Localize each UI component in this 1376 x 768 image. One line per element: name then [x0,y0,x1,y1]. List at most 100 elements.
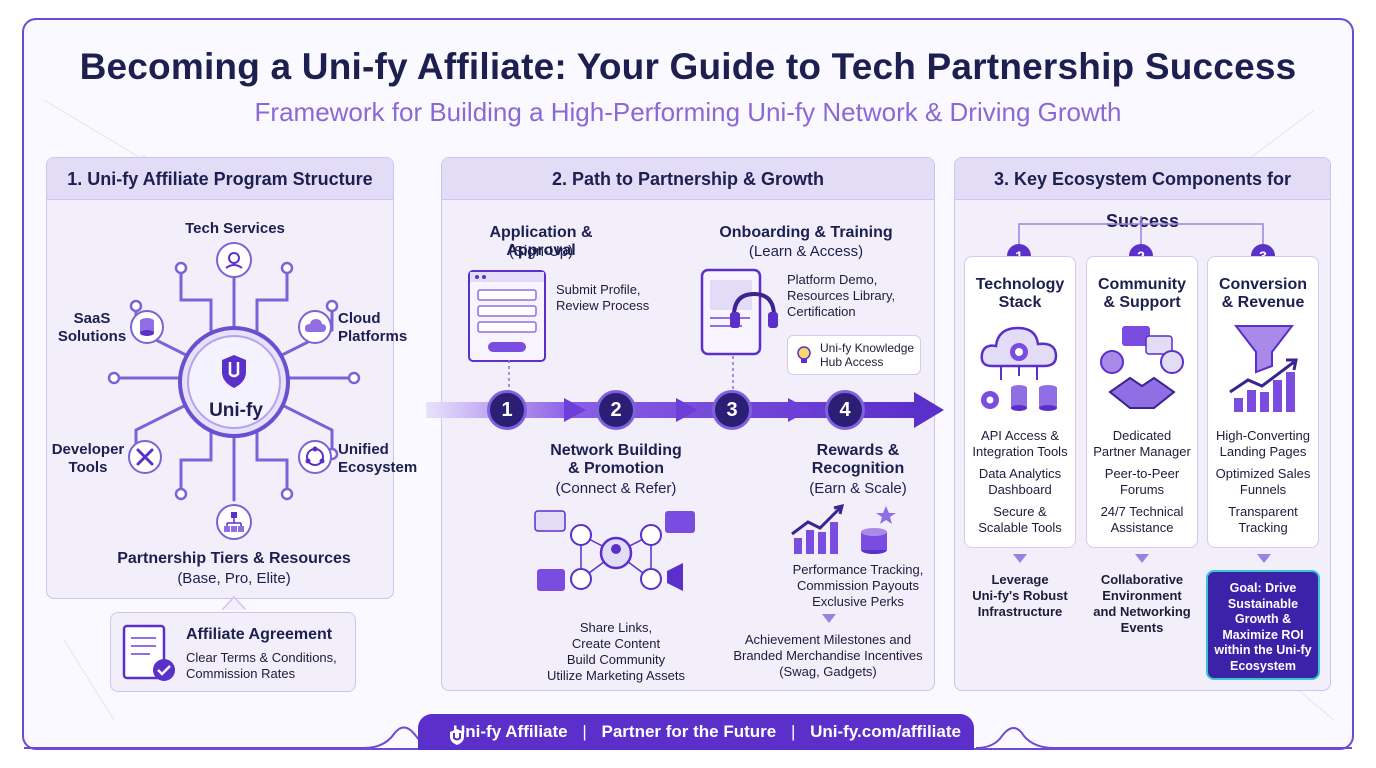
document-check-icon [120,624,178,684]
node-unified-line1: Unified [338,441,389,458]
page-subtitle: Framework for Building a High-Performing… [254,97,1122,127]
component1-item3-line1: Secure & [993,504,1047,519]
component2-item1-line1: Dedicated [1112,428,1172,443]
component1-title-line1: Technology [975,276,1065,293]
panel-heading: 1. Uni-fy Affiliate Program Structure [47,158,393,200]
callout-line1: Uni-fy Knowledge [820,341,915,355]
step4-desc6: (Swag, Gadgets) [779,664,877,679]
step3-desc2: Resources Library, [787,288,896,303]
step3-subtitle: (Learn & Access) [748,243,864,260]
node-unified-line2: Ecosystem [338,459,418,476]
component1-item2-line2: Dashboard [988,482,1052,497]
goal-line5: within the Uni-fy [1214,643,1312,657]
panel-heading: 2. Path to Partnership & Growth [442,158,934,200]
funnel-growth-icon [1222,320,1306,414]
component2-title-line1: Community [1098,276,1186,293]
step4-desc4: Achievement Milestones and [744,632,912,647]
step3-connector [732,356,734,394]
footer-brand: Uni-fy Affiliate [453,722,568,741]
signup-form-icon [468,270,546,362]
component3-item1-line2: Landing Pages [1219,444,1307,459]
handshake-chat-icon [1096,322,1188,414]
step4-title-line1: Rewards & [816,442,900,459]
components-connector [1018,216,1264,244]
footer-tagline: Partner for the Future [601,722,777,741]
progress-arrow [426,392,944,428]
component1-outcome-line3: Infrastructure [977,604,1063,619]
step3-title: Onboarding & Training [719,224,893,241]
tablet-headset-icon [700,268,784,356]
step4-down-arrow [822,614,836,623]
goal-line1: Goal: Drive [1229,581,1297,595]
component1-down-arrow [1013,554,1027,563]
step4-title: Rewards & Recognition [756,442,960,478]
component1-item1-line1: API Access & [980,428,1060,443]
step2-title-line2: & Promotion [568,460,664,477]
component3-item3-line2: Tracking [1238,520,1288,535]
component2-outcome-line3: and Networking [1093,604,1191,619]
step2-marker: 2 [596,390,636,430]
knowledge-hub-callout: Uni-fy Knowledge Hub Access [787,335,921,375]
cloud-gear-database-icon [976,322,1064,414]
step2-desc3: Build Community [566,652,666,667]
ecosystem-icon [298,440,332,474]
component1-title: Technology Stack [964,276,1076,312]
tiers-title: Partnership Tiers & Resources [117,550,351,567]
step4-desc1: Performance Tracking, [792,562,924,577]
agreement-line1: Clear Terms & Conditions, [186,650,337,665]
goal-line3: Growth & [1234,612,1292,626]
tiers-hierarchy-icon [216,504,252,540]
page-title: Becoming a Uni-fy Affiliate: Your Guide … [79,46,1297,87]
component2-outcome-line4: Events [1120,620,1164,635]
shield-logo-icon [448,723,466,745]
node-saas: SaaS Solutions [56,310,128,346]
component2-down-arrow [1135,554,1149,563]
component3-item3-line1: Transparent [1228,504,1298,519]
component2-item2-line2: Forums [1119,482,1165,497]
component2-title: Community & Support [1086,276,1198,312]
tiers-subtitle: (Base, Pro, Elite) [177,570,291,587]
goal-line4: Maximize ROI [1222,627,1304,642]
footer-separator: | [790,722,796,741]
community-network-icon [533,505,699,605]
goal-line6: Ecosystem [1229,658,1296,673]
component1-title-line2: Stack [998,294,1042,311]
agreement-line2: Commission Rates [186,666,296,681]
component1-outcome-line2: Uni-fy's Robust [972,588,1068,603]
node-cloud-line2: Platforms [338,328,408,345]
component3-title-line1: Conversion [1218,276,1307,293]
footer-bar: Uni-fy Affiliate | Partner for the Futur… [418,714,974,750]
component1-item3-line2: Scalable Tools [978,520,1062,535]
step3-marker: 3 [712,390,752,430]
component3-title: Conversion & Revenue [1207,276,1319,312]
goal-box: Goal: Drive Sustainable Growth & Maximiz… [1206,570,1320,680]
step1-desc1: Submit Profile, [556,282,641,297]
hub-label: Uni-fy [209,400,263,421]
component1-item1-line2: Integration Tools [972,444,1068,459]
step4-desc5: Branded Merchandise Incentives [733,648,923,663]
node-saas-line1: SaaS [73,310,111,327]
component2-title-line2: & Support [1103,294,1181,311]
step2-title-line1: Network Building [550,442,682,459]
node-dev-line1: Developer [51,441,125,458]
panel-heading: 3. Key Ecosystem Components for Success [955,158,1330,231]
node-cloud-line1: Cloud [338,310,381,327]
tech-services-icon [216,242,252,278]
step1-connector [508,360,510,394]
growth-coins-icon [790,502,902,556]
footer-url[interactable]: Uni-fy.com/affiliate [810,722,961,741]
panel1-pointer [222,596,246,610]
node-cloud: Cloud Platforms [338,310,418,346]
step1-desc2: Review Process [556,298,650,313]
step4-desc2: Commission Payouts [796,578,920,593]
component2-item3-line1: 24/7 Technical [1100,504,1184,519]
footer-separator: | [582,722,587,741]
step3-desc3: Certification [787,304,856,319]
cloud-icon [298,310,332,344]
saas-database-icon [130,310,164,344]
step4-marker: 4 [825,390,865,430]
component3-title-line2: & Revenue [1221,294,1305,311]
component3-item2-line1: Optimized Sales [1215,466,1311,481]
step1-subtitle: (Sign-Up) [508,243,574,260]
step1-marker: 1 [487,390,527,430]
